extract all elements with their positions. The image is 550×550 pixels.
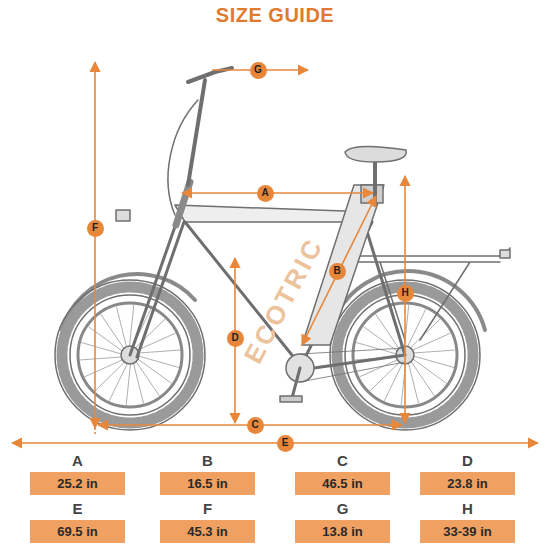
- spoke: [95, 359, 127, 390]
- dimension-value: 45.3 in: [187, 524, 227, 539]
- dimension-box: G 13.8 in: [295, 500, 390, 543]
- extension-line: [94, 428, 96, 436]
- dimension-box: F 45.3 in: [160, 500, 255, 543]
- headlight: [116, 210, 130, 221]
- dimension-lines: [12, 62, 538, 443]
- spoke: [126, 360, 131, 405]
- spoke: [133, 359, 144, 403]
- callout-circle: H: [397, 285, 414, 302]
- spoke: [109, 360, 129, 401]
- spoke: [410, 357, 447, 383]
- dimension-box: D 23.8 in: [420, 452, 515, 495]
- callout-circle: C: [247, 417, 264, 434]
- value-box: 13.8 in: [295, 520, 390, 543]
- stem: [188, 80, 205, 185]
- callout-letter: F: [92, 223, 98, 233]
- spoke: [370, 359, 402, 390]
- dimension-letter: B: [202, 452, 213, 472]
- spoke: [409, 333, 450, 351]
- spoke: [101, 314, 126, 351]
- brake-cable: [168, 100, 198, 215]
- callout-letter: C: [251, 420, 258, 430]
- callout-letter: E: [282, 438, 289, 448]
- spoke: [135, 350, 180, 353]
- dimension-letter: G: [337, 500, 349, 520]
- callout-circle: G: [250, 62, 267, 79]
- callout-circle: F: [87, 220, 104, 237]
- callout-circle: B: [329, 263, 346, 280]
- callout-letter: B: [333, 266, 340, 276]
- callout-letter: H: [401, 288, 408, 298]
- dimension-box: H 33-39 in: [420, 500, 515, 543]
- dimension-value: 13.8 in: [322, 524, 362, 539]
- dimension-box: B 16.5 in: [160, 452, 255, 495]
- spoke: [116, 307, 127, 351]
- dimension-line: [12, 442, 538, 444]
- dimension-letter: E: [72, 500, 82, 520]
- dimension-box: C 46.5 in: [295, 452, 390, 495]
- dimension-box: E 69.5 in: [30, 500, 125, 543]
- dimension-line: [182, 192, 373, 194]
- dimension-letter: A: [72, 452, 83, 472]
- callout-letter: D: [231, 333, 238, 343]
- dimension-letter: H: [462, 500, 473, 520]
- battery-lock: [361, 185, 383, 203]
- spoke: [384, 360, 404, 401]
- spoke: [406, 309, 426, 350]
- pedal: [280, 396, 302, 402]
- value-box: 45.3 in: [160, 520, 255, 543]
- rear-rack: [335, 248, 510, 340]
- value-box: 23.8 in: [420, 472, 515, 495]
- spoke: [89, 327, 126, 353]
- callout-letter: A: [261, 188, 268, 198]
- dimension-value: 25.2 in: [57, 476, 97, 491]
- dimension-value: 46.5 in: [322, 476, 362, 491]
- dimension-value: 16.5 in: [187, 476, 227, 491]
- dimension-value: 23.8 in: [447, 476, 487, 491]
- dimension-value: 69.5 in: [57, 524, 97, 539]
- spoke: [135, 357, 172, 383]
- callout-circle: A: [257, 185, 274, 202]
- front-fork: [130, 218, 184, 357]
- spoke: [80, 357, 125, 360]
- value-box: 69.5 in: [30, 520, 125, 543]
- dimension-box: A 25.2 in: [30, 452, 125, 495]
- dimension-letter: C: [337, 452, 348, 472]
- spoke: [408, 359, 419, 403]
- callout-circle: D: [227, 330, 244, 347]
- chain: [300, 348, 405, 382]
- spoke: [409, 358, 434, 395]
- saddle: [345, 147, 406, 163]
- value-box: 16.5 in: [160, 472, 255, 495]
- value-box: 33-39 in: [420, 520, 515, 543]
- tail-light: [500, 250, 510, 258]
- dimension-letter: D: [462, 452, 473, 472]
- value-box: 25.2 in: [30, 472, 125, 495]
- spoke: [134, 358, 159, 395]
- spoke: [85, 358, 126, 376]
- value-box: 46.5 in: [295, 472, 390, 495]
- head-tube: [176, 182, 190, 225]
- dimension-letter: F: [203, 500, 212, 520]
- callout-circle: E: [277, 435, 294, 452]
- spoke: [410, 350, 455, 353]
- bike-drawing: [55, 68, 510, 430]
- title: SIZE GUIDE: [0, 4, 550, 27]
- dimension-value: 33-39 in: [443, 524, 491, 539]
- crank-arm: [292, 368, 300, 398]
- callout-letter: G: [254, 65, 262, 75]
- dimension-line: [94, 62, 96, 428]
